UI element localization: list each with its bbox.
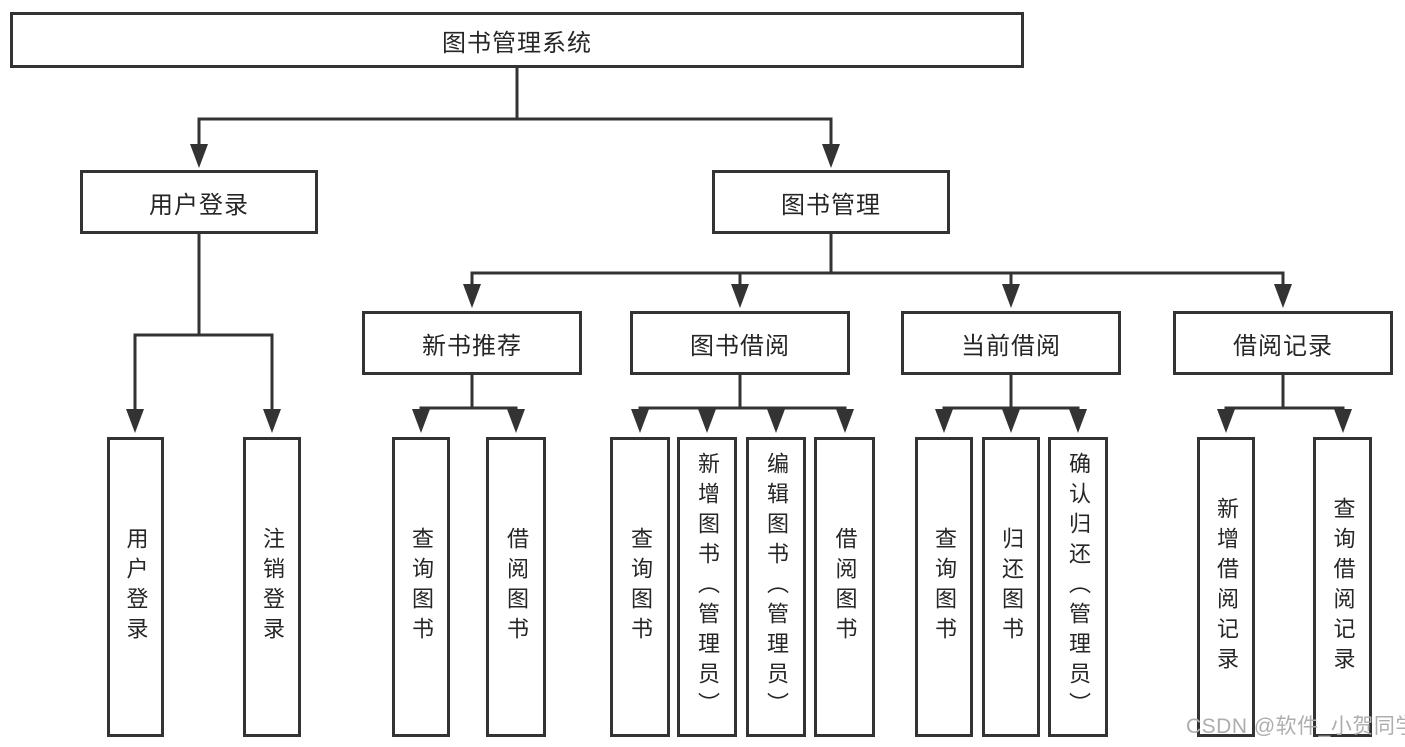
leaf-add-borrow-record: 新增借阅记录	[1197, 437, 1255, 737]
node-user-login: 用户登录	[80, 170, 318, 234]
leaf-query-books-current: 查询图书	[915, 437, 973, 737]
leaf-return-book: 归还图书	[982, 437, 1040, 737]
leaf-logout: 注销登录	[243, 437, 301, 737]
node-book-borrow: 图书借阅	[630, 311, 850, 375]
leaf-add-book-admin: 新增图书（管理员）	[677, 437, 737, 737]
leaf-borrow-books: 借阅图书	[814, 437, 875, 737]
node-new-book-recommend: 新书推荐	[362, 311, 582, 375]
leaf-confirm-return-admin: 确认归还（管理员）	[1048, 437, 1108, 737]
node-current-borrow: 当前借阅	[901, 311, 1121, 375]
watermark-text: CSDN @软件_小贺同学	[1186, 715, 1405, 738]
node-borrow-records: 借阅记录	[1173, 311, 1393, 375]
arrowheads	[126, 144, 1352, 433]
leaf-query-books-recommend: 查询图书	[392, 437, 450, 737]
leaf-user-login: 用户登录	[107, 437, 164, 737]
leaf-query-borrow-record: 查询借阅记录	[1313, 437, 1372, 737]
node-book-management: 图书管理	[712, 170, 950, 234]
leaf-query-books-borrow: 查询图书	[610, 437, 670, 737]
node-library-system: 图书管理系统	[10, 12, 1024, 68]
leaf-edit-book-admin: 编辑图书（管理员）	[746, 437, 806, 737]
leaf-borrow-books-recommend: 借阅图书	[486, 437, 546, 737]
